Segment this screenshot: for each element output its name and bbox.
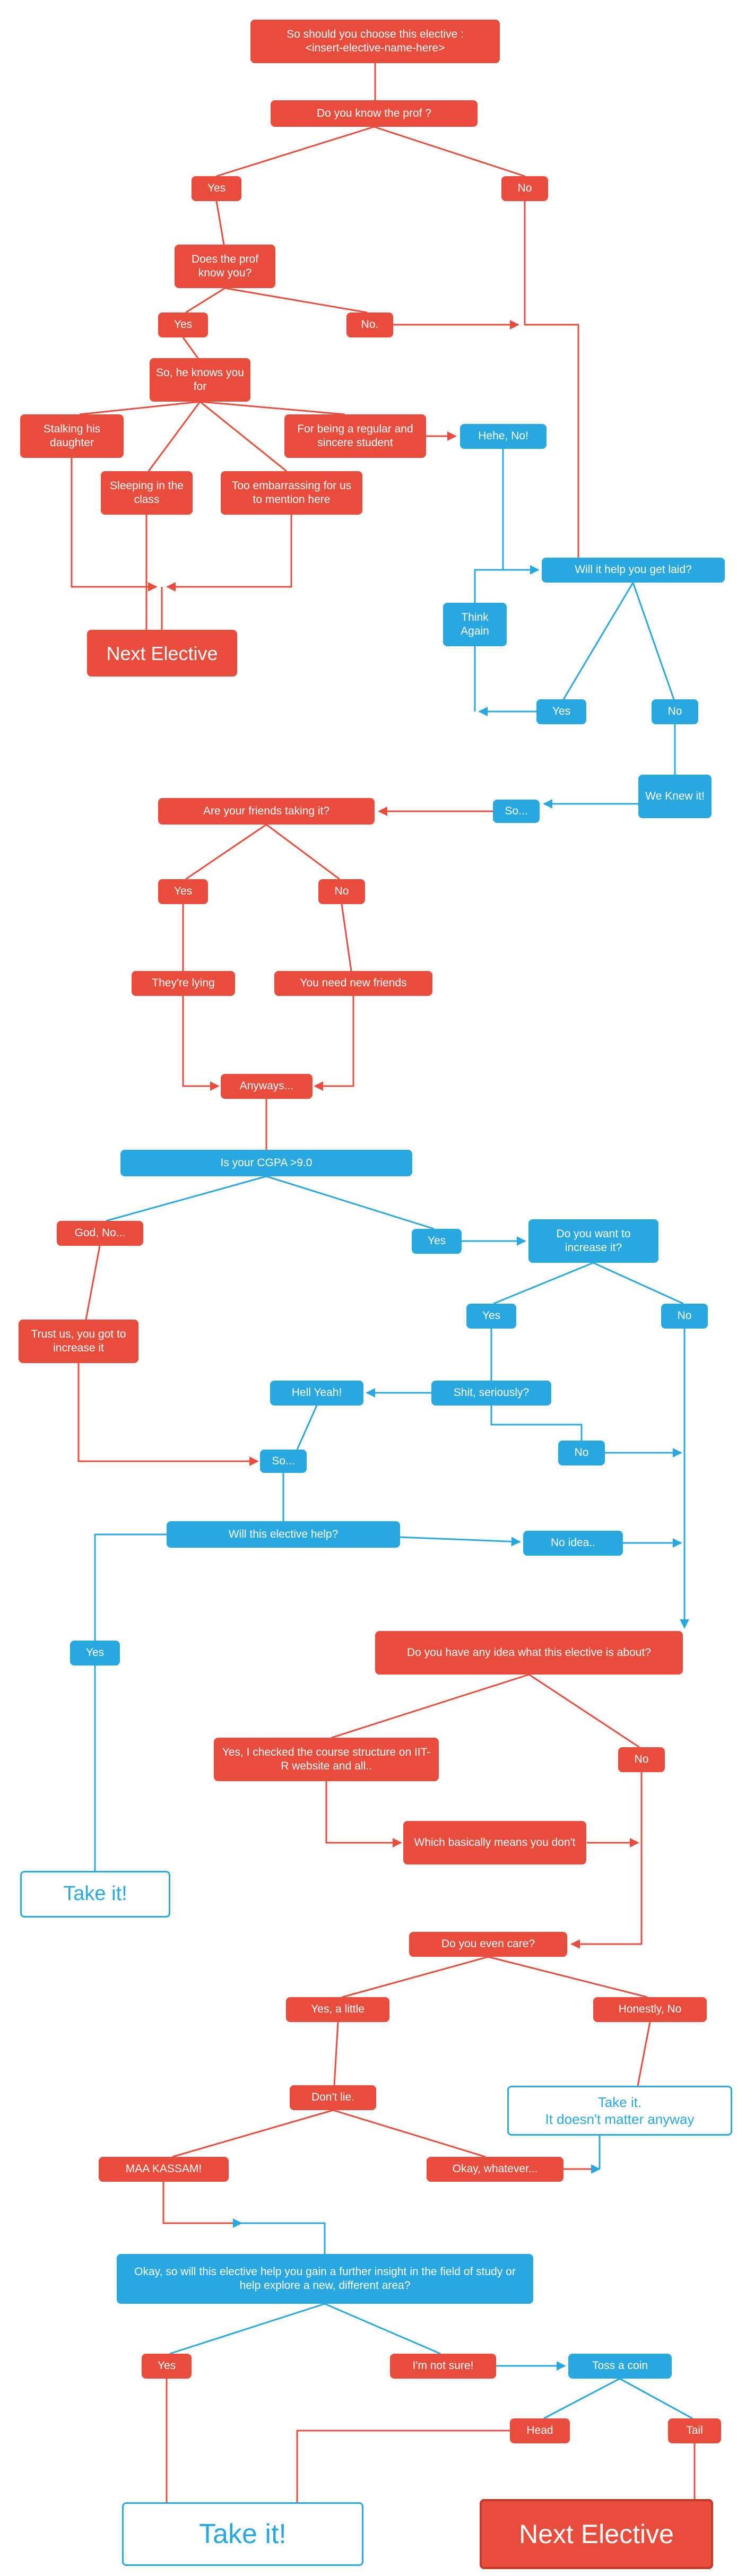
node-okay-whatever: Okay, whatever... <box>427 2157 563 2182</box>
node-care-yes: Yes, a little <box>286 1997 389 2022</box>
node-knows-you-for: So, he knows you for <box>150 358 250 402</box>
node-tail: Tail <box>668 2418 721 2443</box>
node-seriously-no: No <box>558 1441 605 1465</box>
node-we-knew-it: We Knew it! <box>638 775 712 818</box>
node-know-prof: Do you know the prof ? <box>271 100 478 127</box>
node-help-yes: Yes <box>70 1641 120 1666</box>
node-prof-knows-no: No. <box>346 313 393 337</box>
node-friends-taking: Are your friends taking it? <box>158 798 375 825</box>
node-next-elective-top: Next Elective <box>87 630 237 676</box>
node-no-idea: No idea.. <box>523 1531 623 1556</box>
node-care-no: Honestly, No <box>593 1997 707 2022</box>
node-laid-no: No <box>652 699 698 724</box>
node-friends-no: No <box>318 879 365 904</box>
node-shit-seriously: Shit, seriously? <box>431 1381 551 1406</box>
node-so-1: So... <box>493 800 540 823</box>
node-elective-help: Will this elective help? <box>167 1521 400 1548</box>
node-want-increase: Do you want to increase it? <box>528 1219 658 1263</box>
node-take-it-1: Take it! <box>20 1871 170 1918</box>
node-sleeping: Sleeping in the class <box>101 471 193 515</box>
node-stalking: Stalking his daughter <box>20 414 124 458</box>
node-new-friends: You need new friends <box>274 971 432 996</box>
node-laid-yes: Yes <box>536 699 586 724</box>
node-even-care: Do you even care? <box>409 1932 567 1957</box>
node-next-elective-bottom: Next Elective <box>480 2499 713 2569</box>
node-get-laid: Will it help you get laid? <box>542 558 725 583</box>
node-start-question: So should you choose this elective : <in… <box>250 20 500 63</box>
node-know-prof-no: No <box>501 176 548 201</box>
node-dont-lie: Don't lie. <box>290 2085 376 2110</box>
node-embarrassing: Too embarrassing for us to mention here <box>221 471 362 515</box>
node-god-no: God, No... <box>57 1221 143 1246</box>
node-head: Head <box>510 2418 570 2443</box>
node-friends-yes: Yes <box>158 879 208 904</box>
node-basically: Which basically means you don't <box>403 1821 586 1864</box>
node-toss-coin: Toss a coin <box>568 2354 672 2379</box>
node-idea-no: No <box>618 1747 665 1772</box>
node-take-it-2: Take it! <box>122 2502 363 2566</box>
node-theyre-lying: They're lying <box>132 971 235 996</box>
node-hehe-no: Hehe, No! <box>460 424 547 449</box>
node-insight-question: Okay, so will this elective help you gai… <box>117 2254 533 2304</box>
node-increase-yes: Yes <box>466 1304 516 1329</box>
node-cgpa: Is your CGPA >9.0 <box>120 1150 412 1176</box>
node-know-prof-yes: Yes <box>192 176 241 201</box>
node-regular-student: For being a regular and sincere student <box>284 414 426 458</box>
node-anyways: Anyways... <box>221 1074 313 1099</box>
node-checked-structure: Yes, I checked the course structure on I… <box>214 1738 439 1781</box>
node-increase-no: No <box>661 1304 708 1329</box>
node-cgpa-yes: Yes <box>412 1229 462 1254</box>
node-prof-knows-yes: Yes <box>158 313 208 337</box>
node-maa-kassam: MAA KASSAM! <box>99 2157 229 2182</box>
node-prof-knows-you: Does the prof know you? <box>175 245 275 288</box>
node-think-again: Think Again <box>443 603 507 646</box>
node-take-it-anyway: Take it. It doesn't matter anyway <box>507 2086 732 2136</box>
node-not-sure: I'm not sure! <box>390 2354 496 2379</box>
node-trust-us: Trust us, you got to increase it <box>19 1320 138 1363</box>
node-any-idea: Do you have any idea what this elective … <box>375 1631 683 1675</box>
node-so-2: So... <box>260 1450 307 1473</box>
node-hell-yeah: Hell Yeah! <box>270 1381 363 1406</box>
node-insight-yes: Yes <box>142 2354 192 2379</box>
